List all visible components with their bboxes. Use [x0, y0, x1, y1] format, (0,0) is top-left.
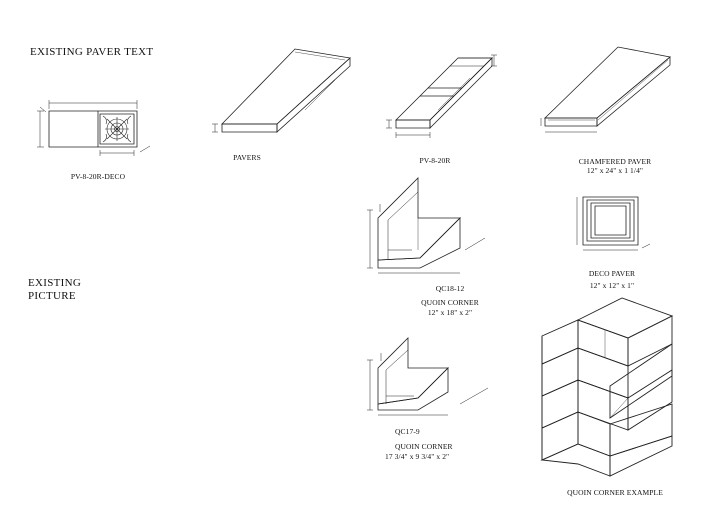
- existing-paver-text-heading: EXISTING PAVER TEXT: [30, 46, 154, 58]
- qc17-9-size: 17 3/4" x 9 3/4" x 2": [385, 451, 450, 461]
- existing-picture-heading: EXISTING PICTURE: [28, 277, 81, 302]
- qc17-9-code: QC17-9: [395, 427, 420, 436]
- quoin-corner-example-label: QUOIN CORNER EXAMPLE: [567, 488, 663, 497]
- pv8-20r-label: PV-8-20R: [419, 156, 451, 165]
- quoin-corner-example-drawing: [542, 298, 672, 476]
- chamfered-paver-label: CHAMFERED PAVER: [578, 157, 652, 166]
- deco-paver-caption: DECO PAVER 12" x 12" x 1": [562, 269, 662, 291]
- qc17-9-label: QUOIN CORNER: [395, 442, 453, 452]
- pv8-20r-drawing: [386, 55, 497, 138]
- qc17-9-drawing: [367, 338, 488, 415]
- qc18-12-code: QC18-12: [435, 284, 465, 293]
- deco-paver-label: DECO PAVER: [588, 269, 636, 278]
- pavers-label: PAVERS: [233, 153, 261, 162]
- deco-paver-size: 12" x 12" x 1": [589, 281, 635, 291]
- existing-picture-heading-line1: EXISTING: [28, 277, 82, 289]
- existing-picture-heading-line2: PICTURE: [28, 289, 76, 302]
- pavers-drawing: [212, 49, 350, 132]
- qc18-12-drawing: [367, 178, 485, 273]
- pv8-20r-deco-drawing: [37, 100, 150, 156]
- chamfered-paver-caption: CHAMFERED PAVER 12" x 24" x 1 1/4": [565, 157, 665, 176]
- deco-paver-drawing: [577, 197, 650, 250]
- qc18-12-size: 12" x 18" x 2": [427, 307, 473, 317]
- qc18-12-caption: QC18-12 QUOIN CORNER 12" x 18" x 2": [400, 284, 500, 317]
- qc18-12-label: QUOIN CORNER: [421, 298, 479, 308]
- pv8-20r-deco-label: PV-8-20R-DECO: [70, 172, 126, 181]
- chamfered-paver-drawing: [541, 47, 670, 132]
- chamfered-paver-size: 12" x 24" x 1 1/4": [586, 166, 644, 176]
- qc17-9-caption: QC17-9 QUOIN CORNER 17 3/4" x 9 3/4" x 2…: [385, 427, 495, 461]
